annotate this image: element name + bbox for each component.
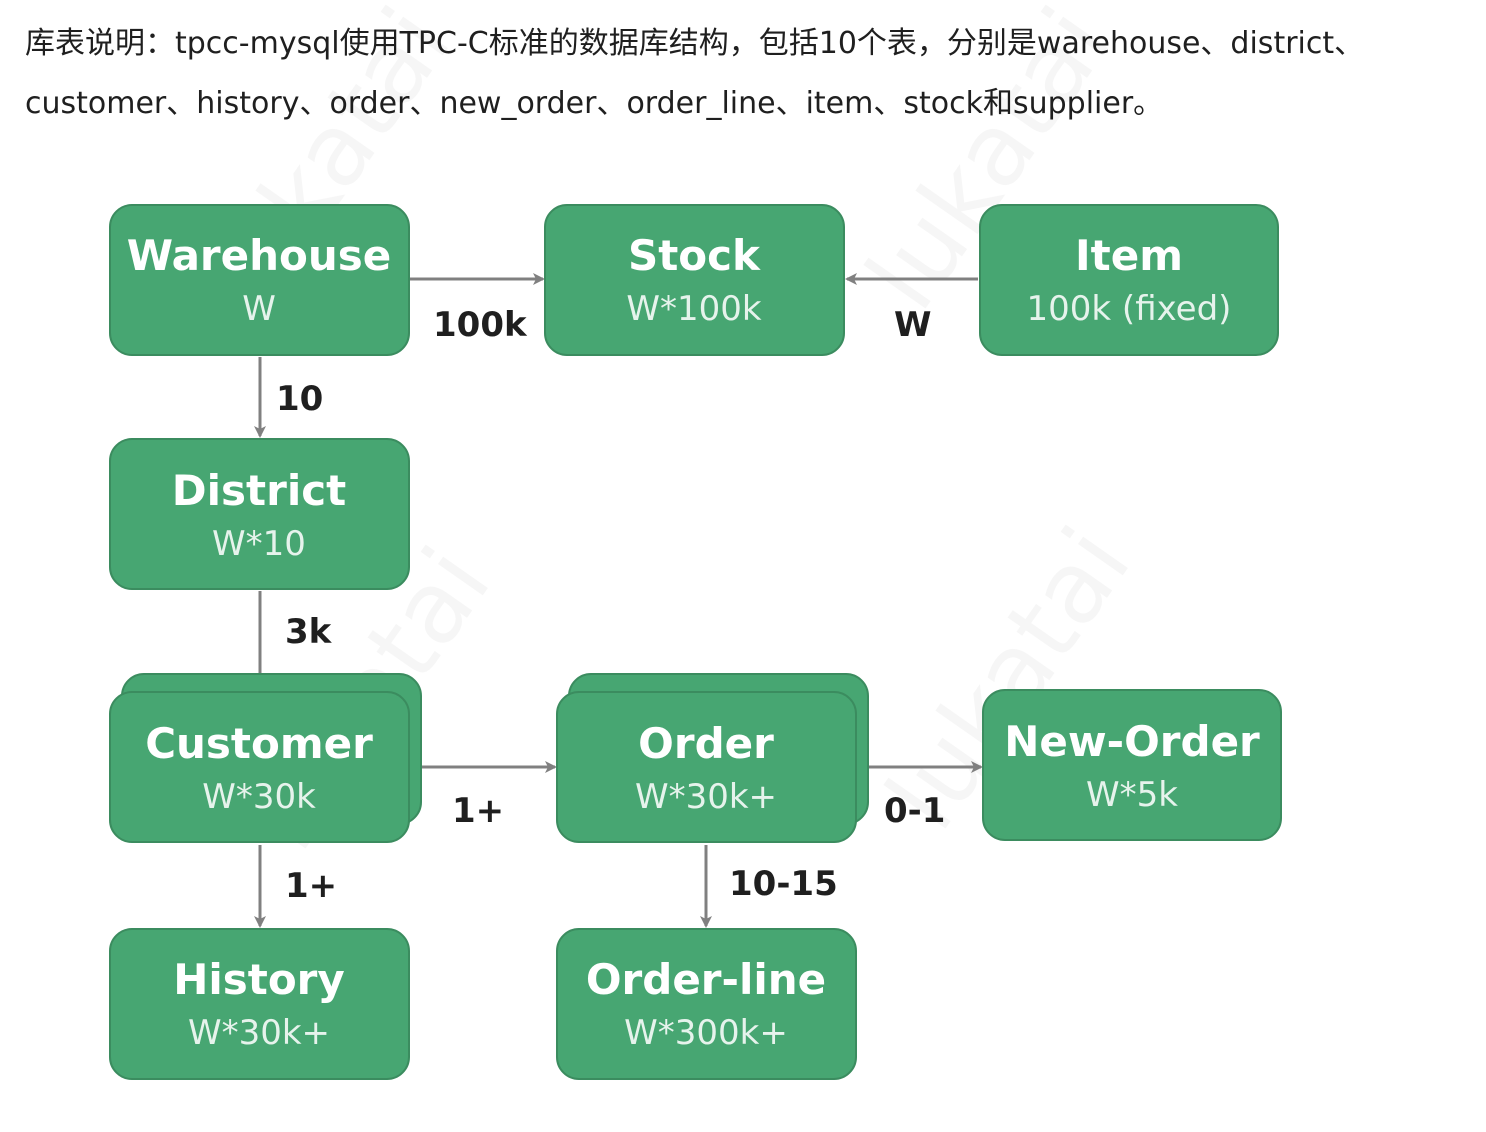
intro-line-1: 库表说明：tpcc-mysql使用TPC-C标准的数据库结构，包括10个表，分别…: [25, 26, 1365, 61]
node-stock-name: Stock: [628, 231, 761, 280]
label-customer-order: 1+: [452, 791, 504, 831]
label-order-new-order: 0-1: [884, 791, 945, 831]
node-district-size: W*10: [212, 524, 306, 564]
intro-text: 库表说明：tpcc-mysql使用TPC-C标准的数据库结构，包括10个表，分别…: [25, 14, 1465, 134]
node-new-order-name: New-Order: [1004, 717, 1260, 766]
label-order-order-line: 10-15: [729, 864, 838, 904]
node-customer-size: W*30k: [202, 777, 316, 817]
node-item: Item 100k (fixed): [979, 204, 1279, 356]
nodes: Warehouse W Stock W*100k Item 100k (fixe…: [109, 204, 1282, 1080]
node-stock-size: W*100k: [626, 289, 762, 329]
label-district-customer: 3k: [285, 612, 333, 652]
node-customer: Customer W*30k: [109, 673, 422, 843]
node-history-name: History: [173, 955, 345, 1004]
node-order-size: W*30k+: [635, 777, 777, 817]
node-order-line-size: W*300k+: [624, 1013, 788, 1053]
node-order-line-name: Order-line: [586, 955, 826, 1004]
node-item-name: Item: [1075, 231, 1183, 280]
node-new-order-size: W*5k: [1086, 775, 1178, 815]
node-history: History W*30k+: [109, 928, 410, 1080]
label-warehouse-district: 10: [276, 379, 323, 419]
label-customer-history: 1+: [285, 866, 337, 906]
node-warehouse: Warehouse W: [109, 204, 410, 356]
node-warehouse-name: Warehouse: [127, 231, 392, 280]
node-stock: Stock W*100k: [544, 204, 845, 356]
node-warehouse-size: W: [242, 289, 276, 329]
label-item-stock: W: [894, 305, 932, 345]
node-order: Order W*30k+: [556, 673, 869, 843]
node-item-size: 100k (fixed): [1027, 289, 1232, 329]
node-district-name: District: [172, 466, 346, 515]
node-new-order: New-Order W*5k: [982, 689, 1282, 841]
label-warehouse-stock: 100k: [433, 305, 528, 345]
intro-line-2: customer、history、order、new_order、order_l…: [25, 86, 1164, 121]
node-history-size: W*30k+: [188, 1013, 330, 1053]
node-district: District W*10: [109, 438, 410, 590]
edge-labels: 100k W 10 3k 1+ 0-1 1+ 10-15: [276, 305, 945, 906]
node-order-name: Order: [638, 719, 774, 768]
node-customer-name: Customer: [145, 719, 373, 768]
node-order-line: Order-line W*300k+: [556, 928, 857, 1080]
